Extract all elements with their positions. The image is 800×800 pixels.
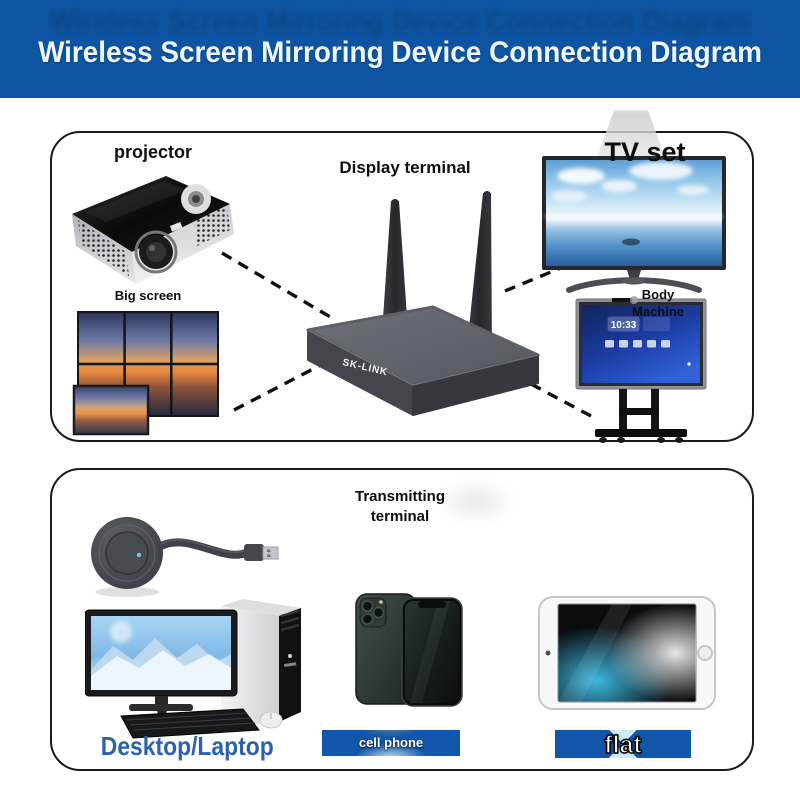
tv-image (541, 154, 727, 296)
phone-image (350, 590, 468, 712)
pen-tip-icon (630, 296, 638, 304)
transmitting-terminal-label: Transmitting terminal (330, 487, 470, 527)
transmitting-terminal-box (50, 468, 754, 771)
big-screen-image (72, 310, 222, 438)
body-machine-clock: 10:33 (611, 320, 637, 331)
big-screen-label: Big screen (114, 288, 182, 303)
page-title: Wireless Screen Mirroring Device Connect… (38, 36, 762, 69)
body-machine-label-line2: Machine (631, 304, 684, 319)
pen-icon (612, 298, 632, 302)
display-terminal-box (50, 131, 754, 442)
tv-set-label: TV set (604, 137, 686, 167)
tablet-image (538, 596, 718, 714)
cell-phone-banner: cell phone (322, 730, 460, 756)
desktop-image (85, 596, 307, 746)
receiver-router-image: SK-LINK (300, 185, 550, 430)
projector-label: projector (113, 142, 192, 162)
flat-label: flat (604, 730, 643, 759)
header-ghost-text: Wireless Screen Mirroring Device Connect… (50, 6, 750, 38)
transmitting-label-line1: Transmitting (354, 488, 445, 505)
flat-banner: flat (555, 730, 691, 760)
header-banner: Wireless Screen Mirroring Device Connect… (0, 0, 800, 98)
cell-phone-label: cell phone (358, 735, 424, 750)
dongle-image (82, 506, 282, 601)
desktop-laptop-label: Desktop/Laptop (100, 731, 274, 761)
body-machine-label: Body Machine (618, 286, 698, 320)
body-machine-image: 10:33 (575, 298, 710, 444)
transmitting-label-line2: terminal (370, 508, 430, 525)
projector-image (66, 168, 236, 290)
display-terminal-label: Display terminal (339, 158, 471, 177)
body-machine-label-line1: Body (641, 287, 675, 302)
